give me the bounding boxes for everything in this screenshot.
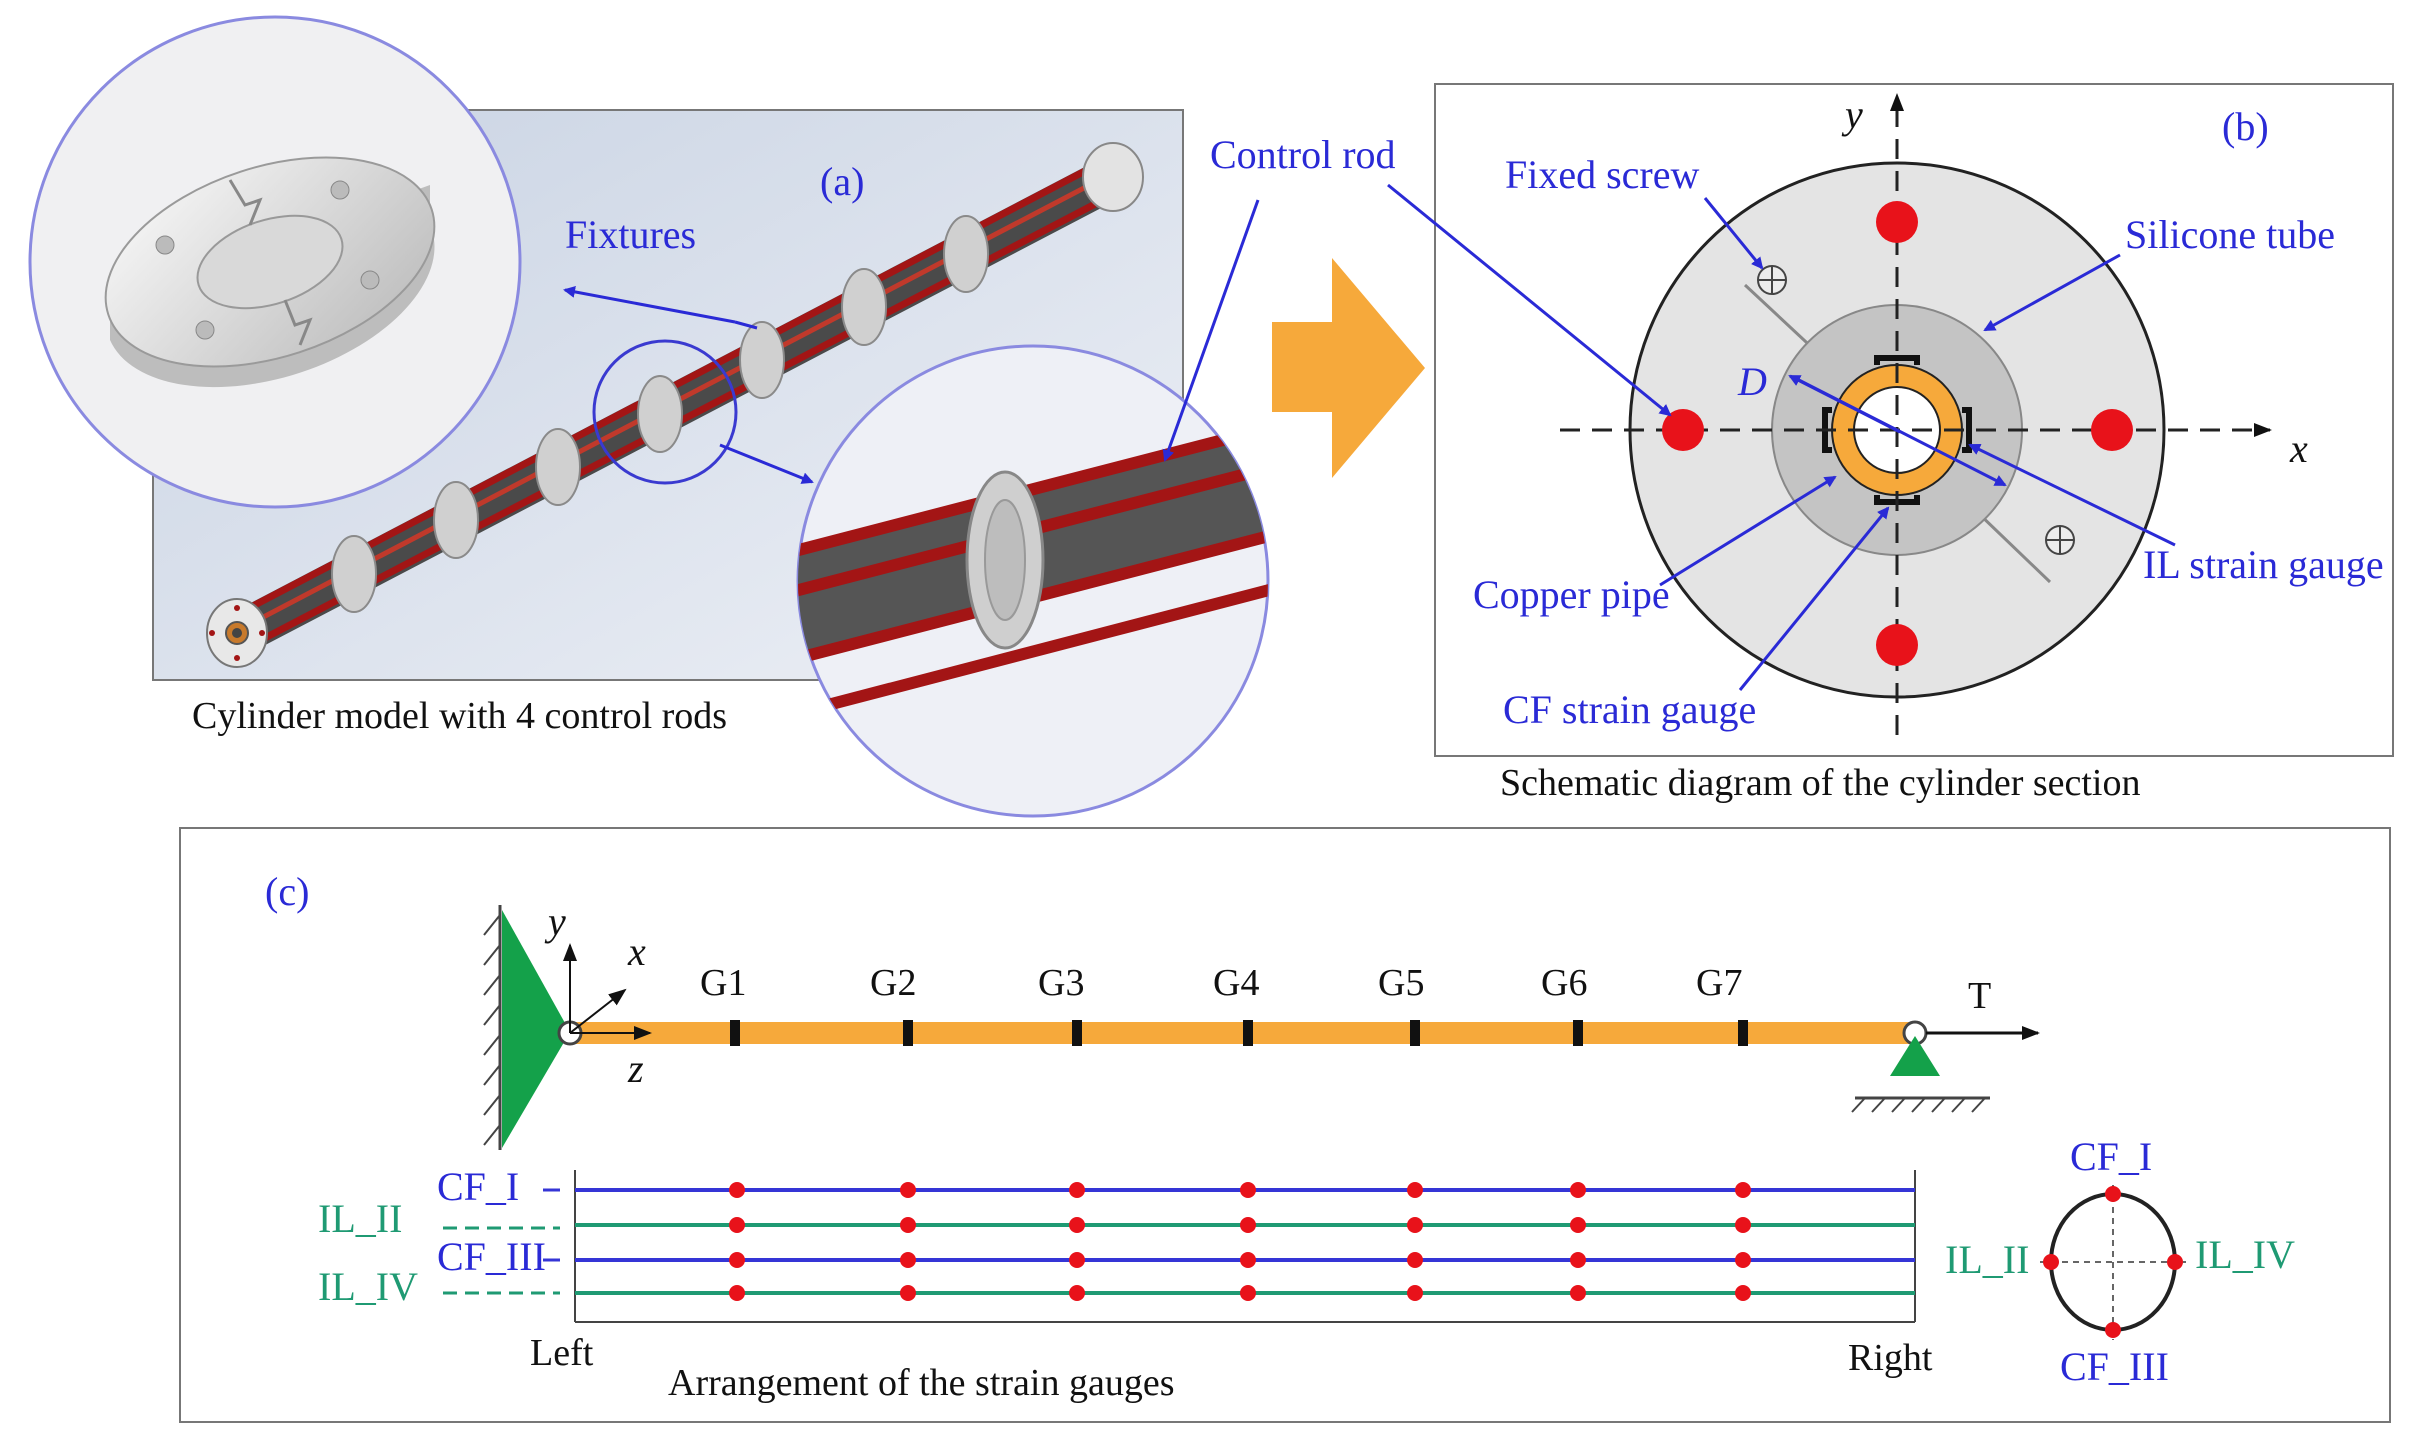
control-rod-right [2091,409,2133,451]
gauge-marker-g6 [1573,1020,1583,1046]
panel-b-tag: (b) [2222,104,2269,149]
panel-c: (c) [179,827,2391,1423]
gauge-label-g4: G4 [1213,962,1259,1004]
control-rod-label: Control rod [1210,132,1396,177]
gauge-label-g6: G6 [1541,962,1587,1004]
beam-axis-z-label: z [627,1046,644,1091]
il-strain-gauge-label: IL strain gauge [2143,542,2384,587]
silicone-tube-label: Silicone tube [2125,212,2335,257]
zoom-arrow [719,443,814,484]
gauge-label-g7: G7 [1696,962,1742,1004]
panel-b-caption: Schematic diagram of the cylinder sectio… [1500,762,2141,804]
line-label-il-ii: IL_II [318,1196,402,1241]
gauge-marker-g3 [1072,1020,1082,1046]
rod-pointer-arrow [1387,183,1672,417]
fixed-screw-icon [1757,265,2075,555]
panel-c-tag: (c) [265,869,309,914]
diameter-label: D [1737,359,1767,404]
gauge-marker-g5 [1410,1020,1420,1046]
panel-a-caption: Cylinder model with 4 control rods [192,695,727,737]
control-rod-top [1876,201,1918,243]
control-rod-arrow [1162,199,1260,462]
section-axis-y-label: y [1841,92,1863,137]
control-rod-bottom [1876,624,1918,666]
copper-pointer-arrow [1659,475,1837,587]
line-label-cf-i: CF_I [437,1164,519,1209]
pinned-support-right [1851,1036,1990,1113]
section-axis-x-label: x [2289,426,2308,471]
panel-a-tag: (a) [820,159,864,204]
fixed-screw-label: Fixed screw [1505,152,1700,197]
panel-b: y x (b) Fixed screw Silicone tube D Copp… [1387,83,2394,804]
cf-strain-gauge-label: CF strain gauge [1503,687,1756,732]
panel-a: (a) Fixtures Control rod Cylinder model … [28,15,1396,818]
line-label-cf-iii: CF_III [437,1234,546,1279]
gauge-marker-g4 [1243,1020,1253,1046]
line-label-il-iv: IL_IV [318,1264,418,1309]
panel-c-caption: Arrangement of the strain gauges [668,1362,1175,1404]
beam-axes [563,943,652,1040]
rod-closeup [796,344,1270,818]
screw-pointer-arrow [1703,197,1764,270]
cylinder-model [206,142,1144,668]
gauge-label-g5: G5 [1378,962,1424,1004]
il-gauge-pointer-arrow [1968,443,2176,547]
section-label-right: IL_IV [2195,1232,2295,1277]
fixed-support-left [483,905,570,1150]
section-label-top: CF_I [2070,1134,2152,1179]
fixture-rings [331,215,989,613]
section-label-left: IL_II [1945,1237,2029,1282]
gauge-marker-g7 [1738,1020,1748,1046]
gauge-label-g2: G2 [870,962,916,1004]
zoom-indicator-circle [592,339,738,485]
beam-axis-x-label: x [627,929,646,974]
strain-lines-diagram [443,1170,1916,1323]
gauge-markers [730,1020,1748,1046]
end-cap-right [1082,142,1144,212]
fixture-closeup [28,15,522,509]
gauge-marker-g1 [730,1020,740,1046]
silicone-pointer-arrow [1983,253,2121,332]
control-rod-left [1662,409,1704,451]
transition-arrow [1272,258,1425,478]
right-label: Right [1848,1337,1933,1379]
gauge-label-g3: G3 [1038,962,1084,1004]
copper-pipe-label: Copper pipe [1473,572,1670,617]
fixtures-arrow-2 [734,320,758,330]
tension-label: T [1968,975,1991,1017]
fixtures-label: Fixtures [565,212,696,257]
left-label: Left [530,1332,594,1374]
section-label-bottom: CF_III [2060,1344,2169,1389]
cf-gauge-pointer-arrow [1738,506,1890,691]
gauge-label-g1: G1 [700,962,746,1004]
fixtures-arrow-1 [563,285,736,324]
beam-axis-y-label: y [544,899,566,944]
gauge-section-circle [2040,1185,2186,1340]
gauge-marker-g2 [903,1020,913,1046]
